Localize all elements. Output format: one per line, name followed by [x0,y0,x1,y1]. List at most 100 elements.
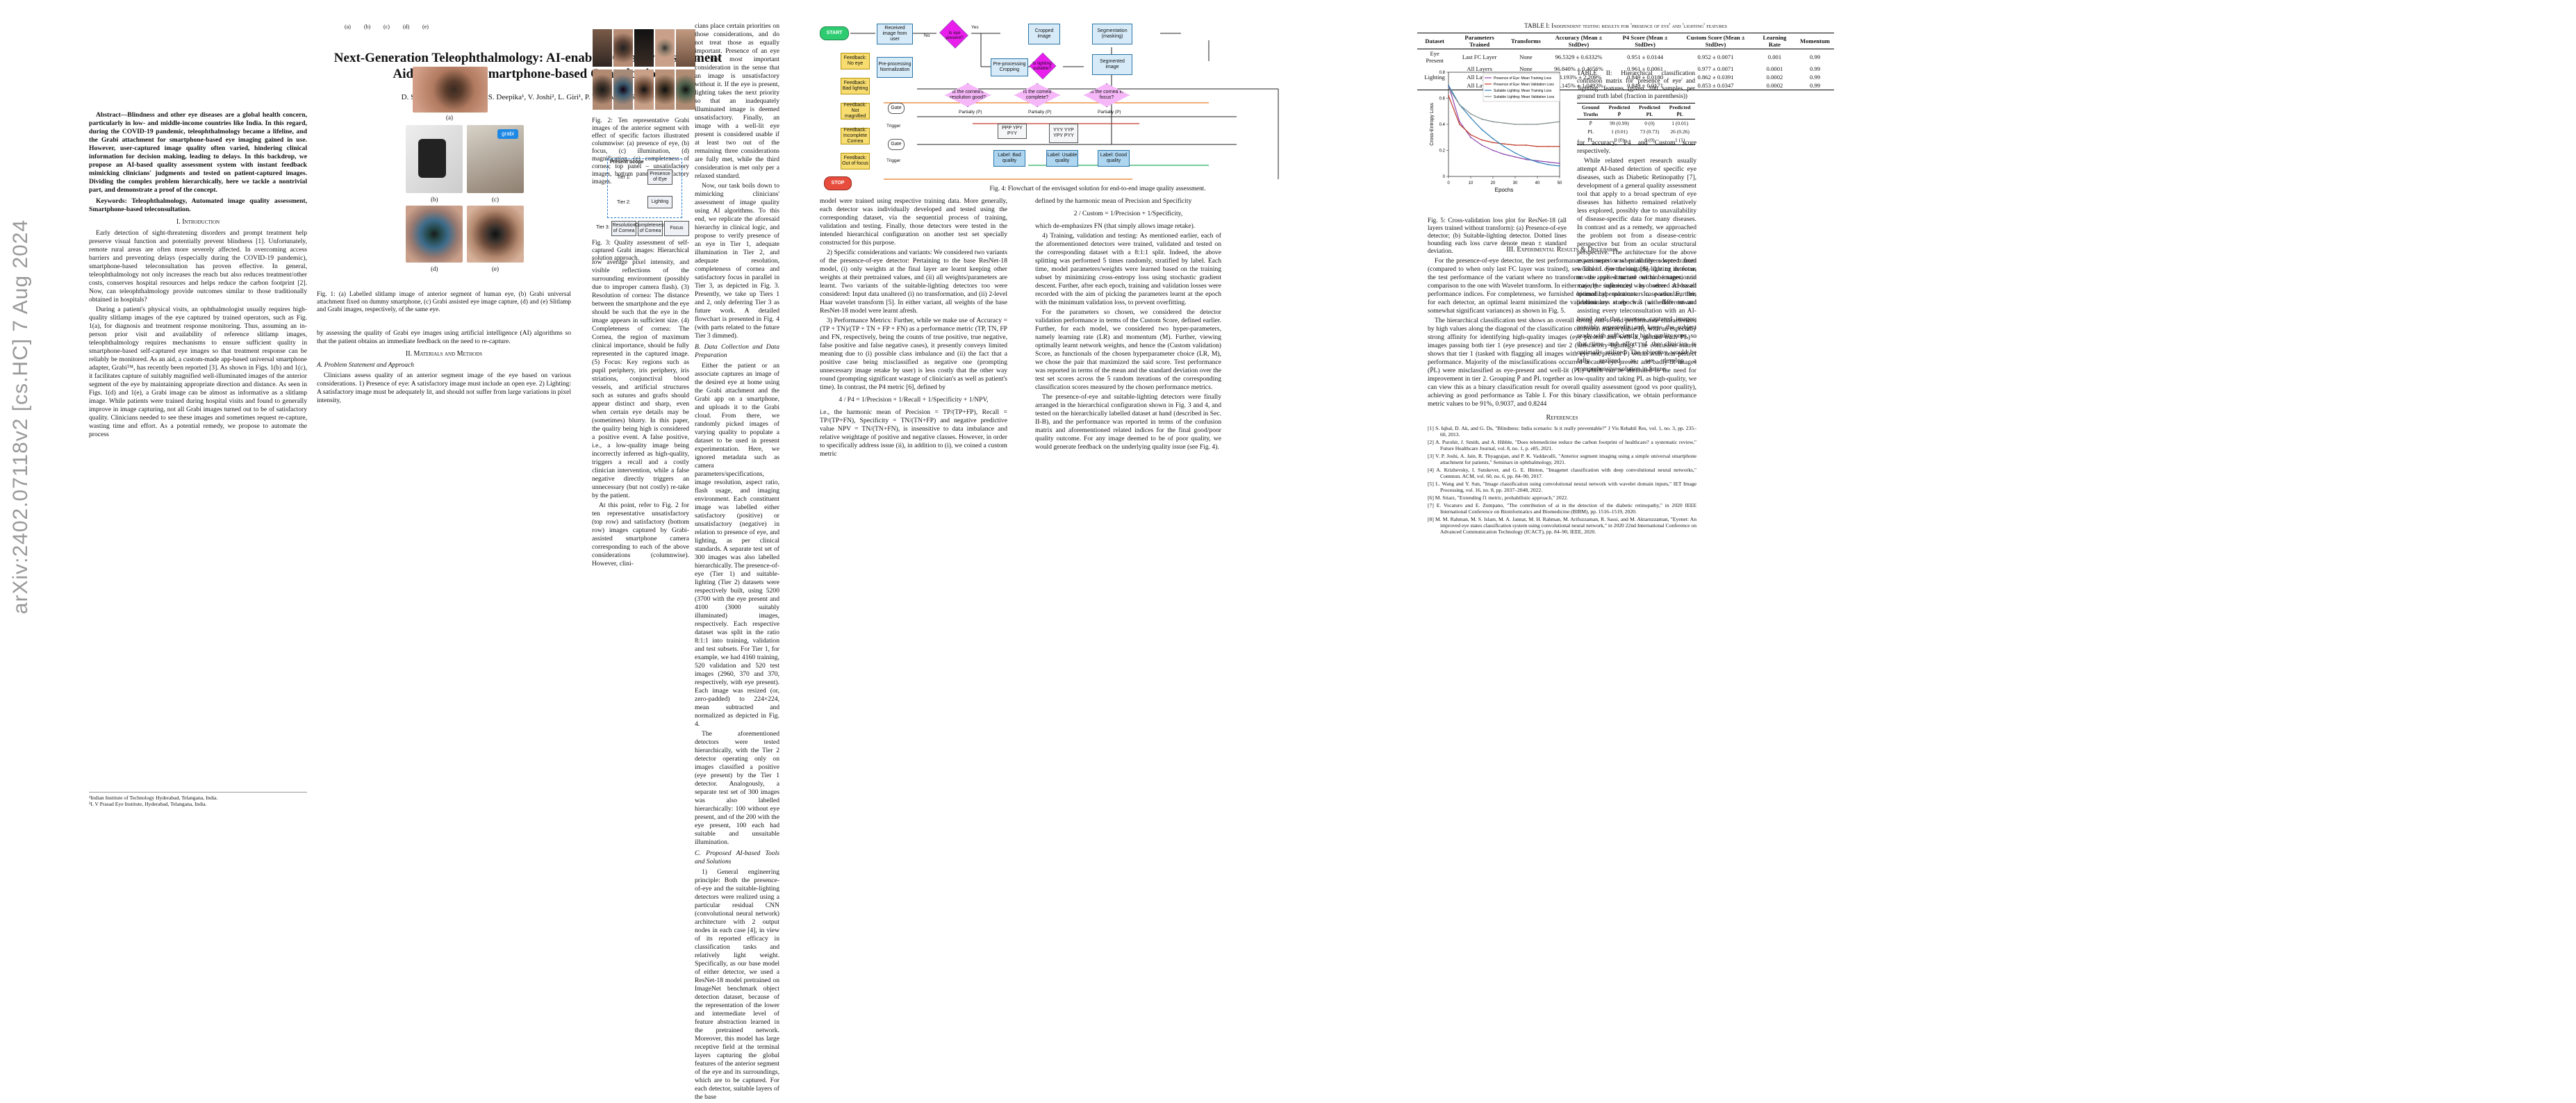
flow-feedback-incomplete-cornea: Feedback: Incomplete Cornea [841,128,870,144]
legend-label: Suitable Lighting: Mean Validation Loss [1494,95,1555,99]
x-tick-label: 0 [1447,181,1450,185]
table2-cell: 73 (0.73) [1640,128,1660,135]
series-point [1481,139,1483,141]
reference-item: [1] S. Iqbal, D. Ak, and G. Ds, "Blindne… [1428,425,1696,438]
series-point [1526,157,1527,159]
table1-header-6: Learning Rate [1753,33,1796,49]
fig1-label-c: (c) [492,196,499,203]
fig1-label-a: (a) [446,114,453,121]
series-point [1503,145,1505,147]
table1-cell: None [1519,65,1533,72]
series-point [1526,144,1527,146]
legend-label: Presence of Eye: Mean Training Loss [1494,76,1552,81]
table1-cell: 0.977 ± 0.0071 [1697,65,1734,72]
flow-is-eye-label: Is eye present? [946,31,964,40]
reference-item: [2] A. Purohit, J. Smith, and A. Hibble,… [1428,439,1696,451]
x-tick-label: 10 [1469,181,1473,185]
flow-no-1: No [924,33,930,38]
table1-cell: 88.145% ± 1.0492% [1554,82,1603,89]
series-point [1503,154,1505,156]
column-1: Abstract—Blindness and other eye disease… [89,111,307,440]
grabi-attachment-photo-b [406,125,463,193]
table-1-caption: TABLE I: Independent testing results for… [1524,22,1727,29]
footnote-2: ²L V Prasad Eye Institute, Hyderabad, Te… [89,801,207,807]
fig2-bottom-b [613,69,633,110]
series-point [1492,142,1494,144]
series-point [1503,143,1505,145]
table2-header-3: Predicted P̄L [1665,103,1695,119]
series-point [1492,121,1494,123]
table-1: TABLE I: Independent testing results for… [1417,22,1834,90]
table1-cell: 0.0001 [1766,65,1783,72]
flow-preproc-cropping: Pre-processing Cropping [991,58,1028,76]
table2-header-2: Predicted PL [1634,103,1665,119]
table1-cell: 88.193% ± 2.209% [1555,74,1602,81]
x-tick-label: 20 [1491,181,1496,185]
column-6: defined by the harmonic mean of Precisio… [1035,197,1221,453]
legend-box [1483,73,1560,102]
flow-feedback-bad-lighting: Feedback: Bad lighting [841,78,870,94]
section-results: III. Experimental Results & Discussion [1506,246,1618,254]
column4-paragraph-3: Either the patient or an associate captu… [695,362,779,728]
fig2-label-a: (a) [345,24,351,30]
column-3: low average pixel intensity, and visible… [592,258,689,570]
fig2-top-e [676,29,695,67]
reference-item: [5] L. Wang and Y. Sun, "Image classific… [1428,481,1696,493]
flow-cropped-image: Cropped image [1028,24,1060,44]
table1-cell: 0.961 ± 0.0061 [1627,65,1664,72]
table1-header-0: Dataset [1417,33,1453,49]
table2-cell: 26 (0.26) [1670,128,1690,135]
fig2-label-b: (b) [364,24,371,30]
table1-cell: 0.849 ± 0.0180 [1627,74,1664,81]
figure-3: Present Scope Tier 1: Presence of Eye Ti… [596,158,718,236]
focus-node: Focus [664,221,689,236]
tier2-label: Tier 2: [617,200,631,205]
series-point [1559,145,1560,147]
column3-paragraph-2: At this point, refer to Fig. 2 for ten r… [592,501,689,567]
series-point [1559,165,1560,167]
present-scope-box [607,158,682,218]
table1-cell: 96.840% ± 0.4656% [1554,65,1603,72]
intro-paragraph-2: During a patient's physical visits, an o… [89,306,307,438]
series-point [1448,84,1449,86]
flow-feedback-no-eye: Feedback: No eye [841,53,870,69]
table1-cell: 0.001 [1767,53,1782,60]
series-point [1548,161,1549,163]
x-tick-label: 30 [1513,181,1518,185]
flow-label-usable: Label: Usable quality [1046,150,1078,167]
column7-paragraph-1: for accuracy, P4 and Custom score respec… [1577,139,1696,155]
series-point [1514,152,1516,154]
table1-cell: 0.99 [1809,65,1820,72]
column2-paragraph-2: Clinicians assess quality of an anterior… [317,372,571,404]
figure-2: (a) (b) (c) (d) (e) [338,24,442,111]
column7-paragraph-3: For the presence-of-eye detector, the te… [1428,257,1696,315]
flow-feedback-not-magnified: Feedback: Not magnified [841,103,870,119]
table1-cell: Lighting [1424,74,1445,81]
flow-label-bad: Label: Bad quality [993,150,1025,167]
fig2-bottom-d [655,69,675,110]
reference-list: [1] S. Iqbal, D. Ak, and G. Ds, "Blindne… [1428,425,1696,535]
column6-paragraph-2: which de-emphasizes FN (that simply allo… [1035,222,1196,230]
fig2-bottom-a [593,69,612,110]
table2-cell: PL [1587,128,1594,135]
column-2: by assessing the quality of Grabi eye im… [317,329,571,406]
table1-cell: 0.849 ± 0.0171 [1627,82,1664,89]
column5-paragraph-4: i.e., the harmonic mean of Precision = T… [820,408,1007,458]
completeness-node: Completeness of Cornea [635,221,666,236]
reference-item: [7] E. Vocaturo and E. Zumpano, "The con… [1428,502,1696,515]
table1-header-7: Momentum [1795,33,1834,49]
series-point [1514,156,1516,158]
y-tick-label: 0.2 [1439,149,1446,154]
fig2-top-b [613,29,633,67]
flow-start: START [820,26,849,40]
table1-cell: 96.5329 ± 0.6332% [1555,53,1603,60]
table1-cell: 0.0002 [1766,74,1783,81]
flow-is-lighting-label: Is lighting suitable? [1032,61,1052,71]
fig2-label-c: (c) [383,24,390,30]
table1-cell: 0.952 ± 0.0071 [1697,53,1734,60]
table1-cell: 0.0002 [1766,82,1783,89]
series-point [1470,117,1471,119]
table-2: TABLE II: Hierarchical classification co… [1577,69,1695,145]
